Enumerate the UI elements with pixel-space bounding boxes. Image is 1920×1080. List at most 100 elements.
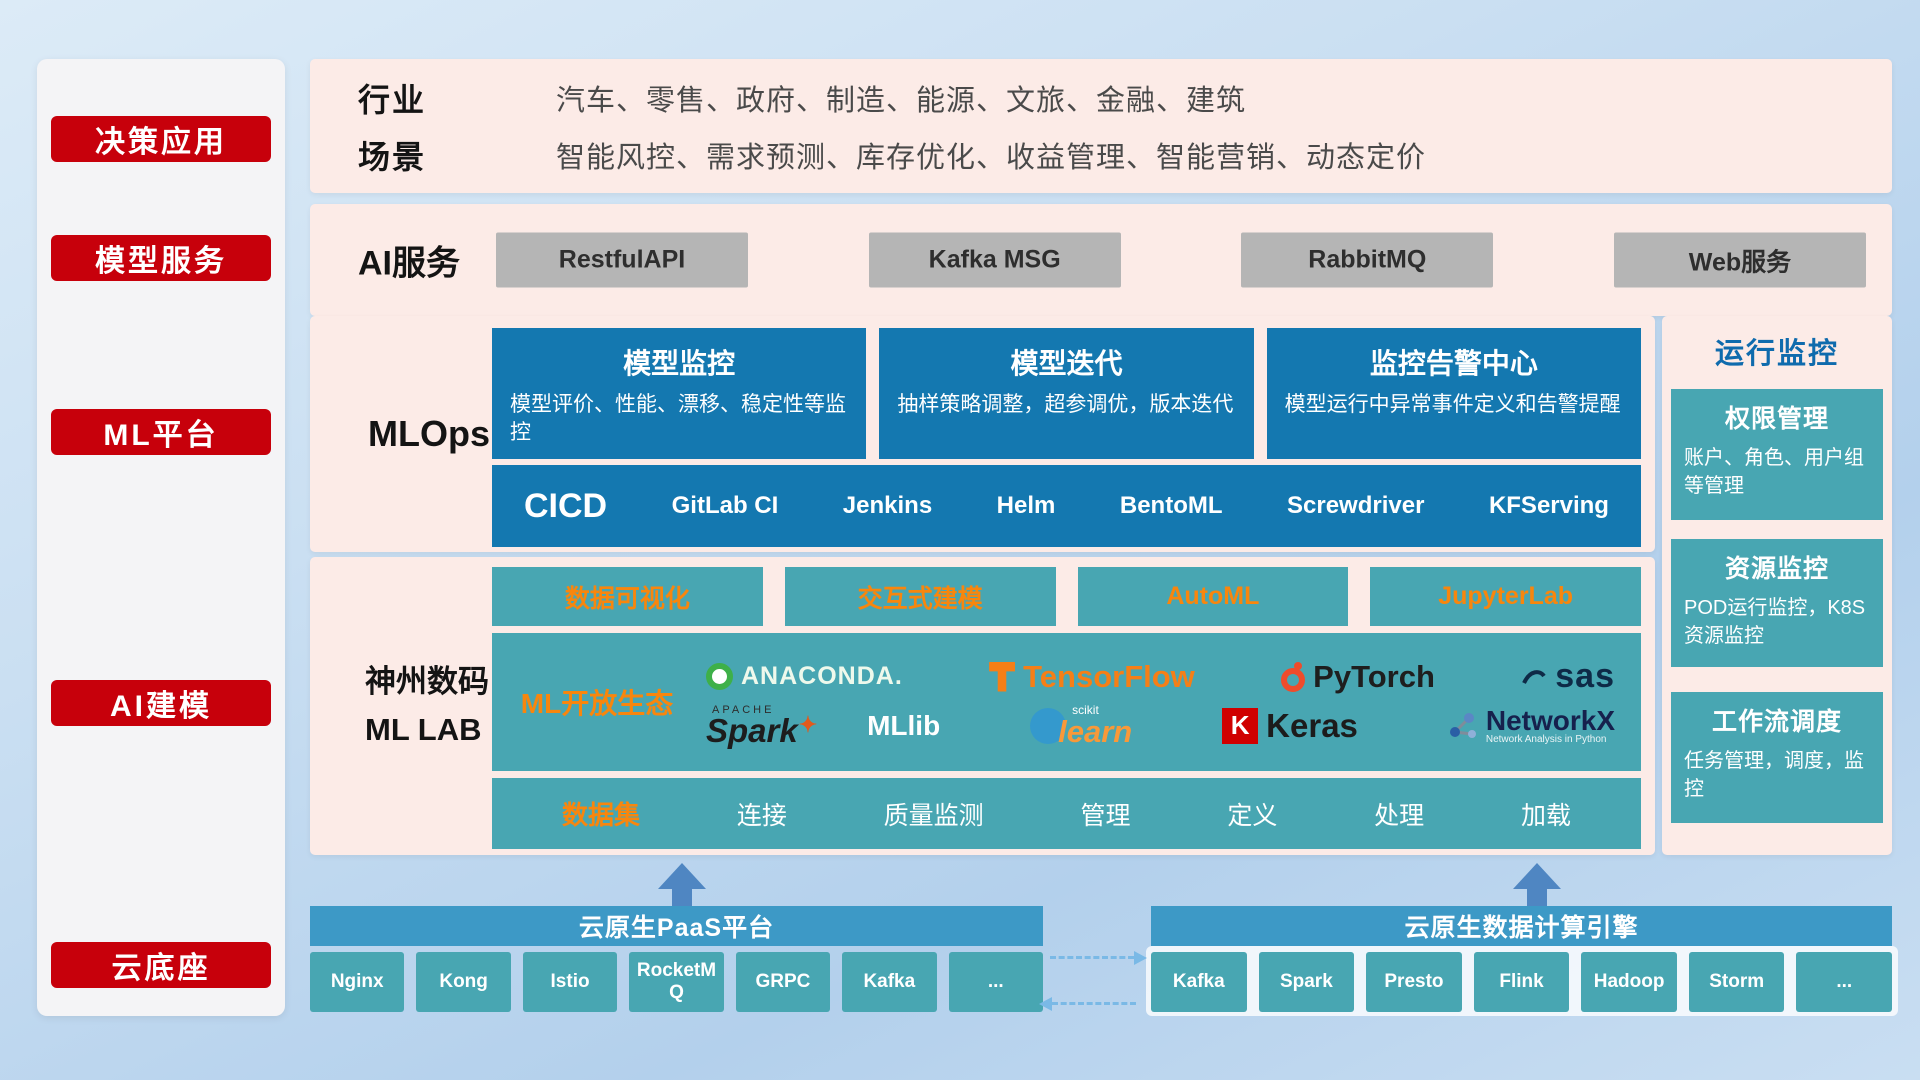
up-arrow-right-icon — [1513, 863, 1561, 907]
helm-item: Helm — [996, 492, 1056, 519]
left-category-sidebar: 决策应用 模型服务 ML平台 AI建模 云底座 — [37, 59, 285, 1016]
sidebar-item-decision-apps[interactable]: 决策应用 — [51, 116, 271, 162]
model-monitoring-title: 模型监控 — [623, 348, 736, 379]
ml-open-ecosystem-label: ML开放生态 — [520, 688, 674, 719]
engine-hadoop-button[interactable]: Hadoop — [1581, 952, 1677, 1012]
paas-platform-header: 云原生PaaS平台 — [310, 906, 1043, 946]
scenario-row: 场景 智能风控、需求预测、库存优化、收益管理、智能营销、动态定价 — [310, 126, 1892, 183]
ml-lab-tabs: 数据可视化 交互式建模 AutoML JupyterLab — [492, 567, 1641, 626]
restfulapi-button[interactable]: RestfulAPI — [496, 232, 748, 288]
dataset-item-process: 处理 — [1374, 801, 1425, 830]
kafka-msg-button[interactable]: Kafka MSG — [868, 232, 1121, 288]
scikit-learn-circle-icon — [1030, 707, 1067, 744]
anaconda-logo-text: ANACONDA. — [741, 662, 903, 690]
mllib-logo: MLlib — [867, 709, 941, 741]
permission-management-desc: 账户、角色、用户组等管理 — [1684, 447, 1864, 497]
ecosystem-logo-row-2: APACHE Spark MLlib scikit learn K — [706, 704, 1615, 747]
paas-platform-title: 云原生PaaS平台 — [578, 914, 775, 942]
sidebar-item-model-service[interactable]: 模型服务 — [51, 235, 271, 281]
model-iteration-title: 模型迭代 — [1010, 348, 1123, 379]
anaconda-logo: ANACONDA. — [706, 662, 903, 691]
spark-logo-text: APACHE Spark — [706, 704, 817, 747]
sidebar-item-ai-modeling[interactable]: AI建模 — [51, 680, 271, 726]
networkx-text: NetworkX Network Analysis in Python — [1486, 705, 1615, 746]
model-iteration-card: 模型迭代 抽样策略调整，超参调优，版本迭代 — [879, 328, 1254, 459]
tab-jupyterlab[interactable]: JupyterLab — [1370, 567, 1641, 626]
industry-scenario-panel: 行业 汽车、零售、政府、制造、能源、文旅、金融、建筑 场景 智能风控、需求预测、… — [310, 59, 1892, 193]
gitlab-ci-item: GitLab CI — [671, 492, 779, 519]
kong-button[interactable]: Kong — [416, 952, 511, 1012]
tab-data-visualization[interactable]: 数据可视化 — [492, 567, 763, 626]
cicd-title: CICD — [524, 486, 608, 525]
bentoml-item: BentoML — [1119, 492, 1223, 519]
data-engine-buttons: Kafka Spark Presto Flink Hadoop Storm ..… — [1151, 952, 1893, 1012]
jenkins-item: Jenkins — [842, 492, 933, 519]
engine-storm-button[interactable]: Storm — [1688, 952, 1785, 1012]
engine-presto-button[interactable]: Presto — [1366, 952, 1462, 1012]
tensorflow-logo: TensorFlow — [989, 659, 1195, 695]
pytorch-logo-text: PyTorch — [1313, 658, 1435, 694]
ai-service-panel: AI服务 RestfulAPI Kafka MSG RabbitMQ Web服务 — [310, 204, 1892, 316]
mlops-panel: MLOps 模型监控 模型评价、性能、漂移、稳定性等监控 模型迭代 抽样策略调整… — [310, 316, 1655, 552]
engine-flink-button[interactable]: Flink — [1473, 952, 1570, 1012]
runtime-monitoring-panel: 运行监控 权限管理 账户、角色、用户组等管理 资源监控 POD运行监控，K8S资… — [1662, 316, 1892, 855]
permission-management-title: 权限管理 — [1724, 405, 1829, 433]
dataset-item-load: 加载 — [1520, 801, 1571, 830]
model-monitoring-card: 模型监控 模型评价、性能、漂移、稳定性等监控 — [492, 328, 867, 459]
anaconda-ring-icon — [706, 663, 733, 690]
spark-logo: APACHE Spark — [706, 704, 817, 747]
runtime-monitoring-title: 运行监控 — [1714, 338, 1839, 370]
scikit-learn-text: scikit learn — [1058, 704, 1132, 747]
paas-buttons: Nginx Kong Istio RocketMQ GRPC Kafka ... — [310, 952, 1043, 1012]
mlops-cards: 模型监控 模型评价、性能、漂移、稳定性等监控 模型迭代 抽样策略调整，超参调优，… — [492, 328, 1641, 459]
scenario-list: 智能风控、需求预测、库存优化、收益管理、智能营销、动态定价 — [556, 141, 1427, 174]
networkx-logo: NetworkX Network Analysis in Python — [1448, 705, 1615, 746]
engine-spark-button[interactable]: Spark — [1258, 952, 1355, 1012]
rocketmq-button[interactable]: RocketMQ — [629, 952, 724, 1012]
workflow-scheduling-desc: 任务管理，调度，监控 — [1684, 750, 1864, 800]
industry-label: 行业 — [358, 81, 427, 118]
rabbitmq-button[interactable]: RabbitMQ — [1241, 232, 1494, 288]
model-monitoring-desc: 模型评价、性能、漂移、稳定性等监控 — [510, 393, 846, 445]
resource-monitoring-desc: POD运行监控，K8S资源监控 — [1684, 597, 1866, 647]
networkx-graph-icon — [1449, 713, 1476, 739]
tensorflow-icon — [989, 661, 1016, 692]
data-engine-header: 云原生数据计算引擎 — [1151, 906, 1892, 946]
screwdriver-item: Screwdriver — [1287, 492, 1425, 519]
cicd-toolbar: CICD GitLab CI Jenkins Helm BentoML Scre… — [492, 465, 1641, 547]
dataset-label: 数据集 — [562, 800, 641, 830]
ecosystem-logo-row-1: ANACONDA. TensorFlow PyTorch sas — [706, 657, 1615, 696]
dashed-arrow-left-icon — [1039, 997, 1136, 1011]
data-engine-title: 云原生数据计算引擎 — [1404, 914, 1639, 942]
alert-center-desc: 模型运行中异常事件定义和告警提醒 — [1284, 393, 1621, 416]
istio-button[interactable]: Istio — [522, 952, 618, 1012]
model-iteration-desc: 抽样策略调整，超参调优，版本迭代 — [897, 393, 1234, 416]
dashed-arrow-right-icon — [1050, 951, 1147, 965]
tab-interactive-modeling[interactable]: 交互式建模 — [784, 567, 1056, 626]
sas-swoosh-icon — [1522, 669, 1546, 684]
ml-lab-panel: 神州数码 ML LAB 数据可视化 交互式建模 AutoML JupyterLa… — [310, 557, 1655, 855]
scikit-learn-logo: scikit learn — [1030, 704, 1132, 747]
web-service-button[interactable]: Web服务 — [1613, 232, 1866, 288]
sidebar-item-ml-platform[interactable]: ML平台 — [51, 409, 271, 455]
grpc-button[interactable]: GRPC — [735, 952, 831, 1012]
engine-kafka-button[interactable]: Kafka — [1151, 952, 1247, 1012]
engine-more-button[interactable]: ... — [1796, 952, 1893, 1012]
alert-center-card: 监控告警中心 模型运行中异常事件定义和告警提醒 — [1266, 328, 1641, 459]
dataset-toolbar: 数据集 连接 质量监测 管理 定义 处理 加载 — [492, 778, 1641, 849]
dataset-item-quality: 质量监测 — [883, 801, 984, 830]
keras-k-icon: K — [1222, 707, 1259, 744]
industry-list: 汽车、零售、政府、制造、能源、文旅、金融、建筑 — [556, 84, 1247, 117]
keras-logo-text: Keras — [1266, 706, 1358, 744]
sidebar-item-cloud-base[interactable]: 云底座 — [51, 942, 271, 988]
nginx-button[interactable]: Nginx — [310, 952, 405, 1012]
kfserving-item: KFServing — [1488, 492, 1609, 519]
tab-automl[interactable]: AutoML — [1077, 567, 1349, 626]
kafka-button[interactable]: Kafka — [842, 952, 937, 1012]
permission-management-card: 权限管理 账户、角色、用户组等管理 — [1671, 389, 1883, 520]
mlops-label: MLOps — [368, 413, 490, 454]
paas-more-button[interactable]: ... — [948, 952, 1043, 1012]
ml-lab-label-line1: 神州数码 — [365, 663, 489, 699]
scikit-main-text: learn — [1058, 714, 1133, 749]
